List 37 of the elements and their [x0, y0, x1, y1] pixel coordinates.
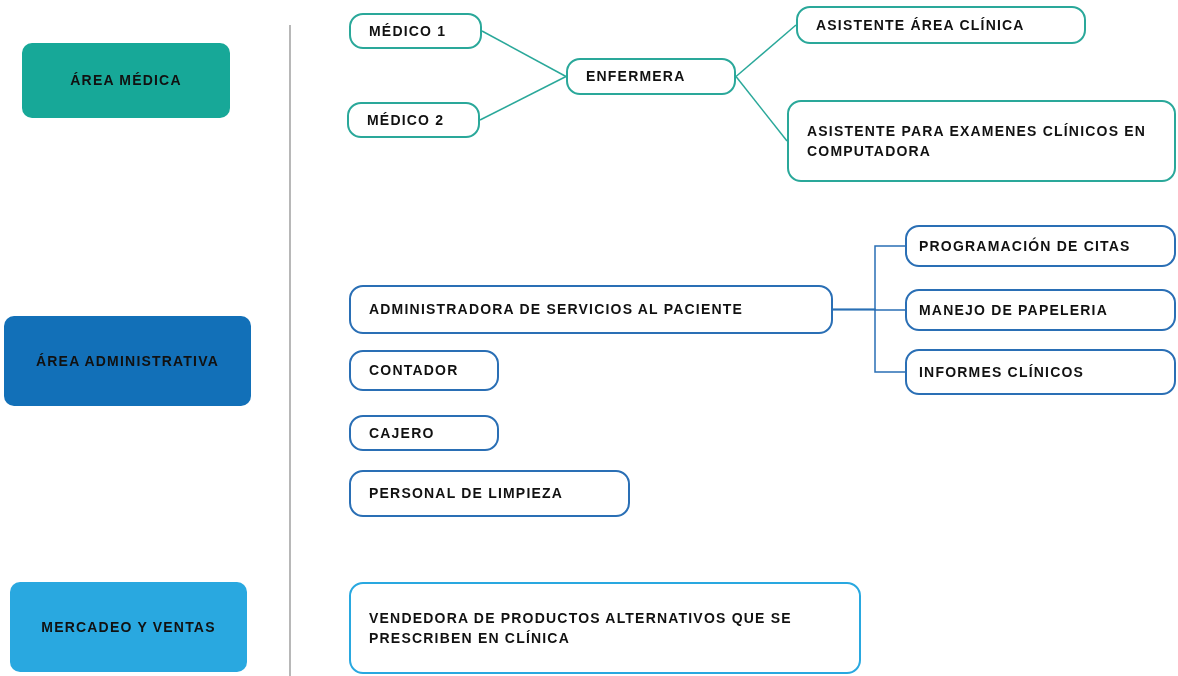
role-label: PERSONAL DE LIMPIEZA — [369, 484, 564, 504]
role-box — [349, 350, 499, 391]
connector-line — [735, 24, 797, 78]
area-header-box — [4, 316, 251, 406]
role-box — [349, 285, 833, 334]
role-box — [349, 415, 499, 451]
role-box — [905, 289, 1176, 331]
role-box — [905, 225, 1176, 267]
role-box — [566, 58, 736, 95]
role-label: VENDEDORA DE PRODUCTOS ALTERNATIVOS QUE SE PRESCRIBEN EN CLÍNICA — [369, 608, 793, 648]
role-label: MANEJO DE PAPELERIA — [919, 300, 1108, 320]
role-box — [347, 102, 480, 138]
role-box — [349, 470, 630, 517]
role-label: INFORMES CLÍNICOS — [919, 362, 1085, 382]
role-label: CAJERO — [369, 423, 435, 443]
role-label: PROGRAMACIÓN DE CITAS — [919, 236, 1131, 256]
role-label: ENFERMERA — [586, 67, 686, 87]
role-label: MÉDICO 2 — [367, 110, 445, 130]
role-label: CONTADOR — [369, 361, 459, 381]
area-header-box — [10, 582, 247, 672]
role-box — [349, 582, 861, 674]
role-label: ASISTENTE PARA EXAMENES CLÍNICOS EN COMPUTADORA — [807, 121, 1148, 161]
role-label: ADMINISTRADORA DE SERVICIOS AL PACIENTE — [369, 300, 744, 320]
area-header-box — [22, 43, 230, 118]
role-label: MERCADEO Y VENTAS — [41, 617, 216, 637]
role-box — [905, 349, 1176, 395]
role-label: ASISTENTE ÁREA CLÍNICA — [816, 15, 1025, 35]
role-box — [349, 13, 482, 49]
connector-line — [481, 30, 567, 78]
role-label: ÁREA MÉDICA — [70, 71, 182, 91]
connector-line — [735, 75, 788, 142]
role-box — [796, 6, 1086, 44]
role-box — [787, 100, 1176, 182]
connector-line — [832, 308, 906, 373]
role-label: ÁREA ADMINISTRATIVA — [36, 351, 219, 371]
role-label: MÉDICO 1 — [369, 21, 447, 41]
connector-line — [479, 75, 567, 121]
